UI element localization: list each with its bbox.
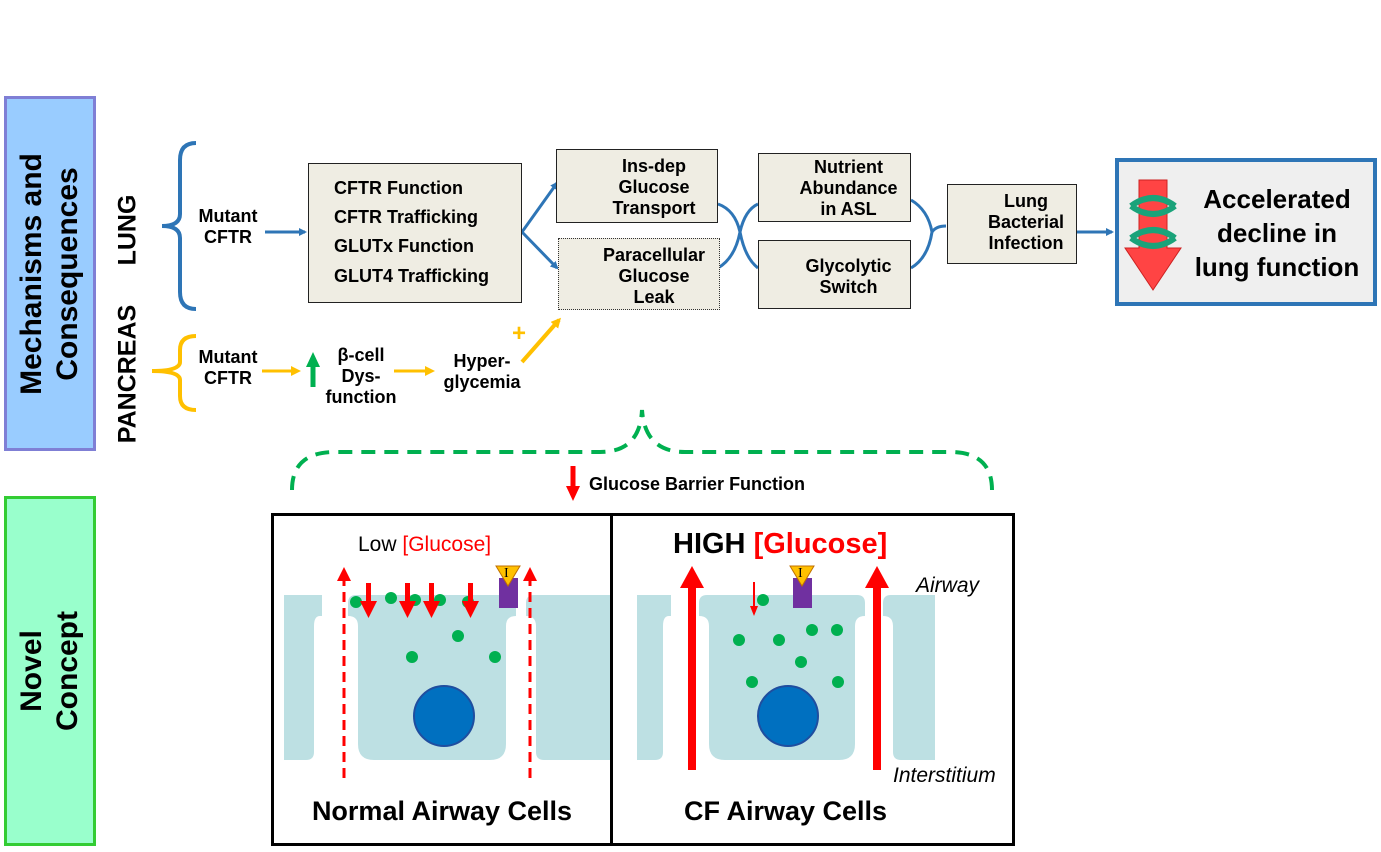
paracellular-text: Paracellular Glucose Leak <box>602 245 706 307</box>
glucose-brace <box>290 409 994 491</box>
interstitium-label: Interstitium <box>893 764 996 787</box>
pancreas-bracket <box>151 334 197 412</box>
cf-paracellular-left <box>688 586 696 770</box>
glucose-dot <box>733 634 745 646</box>
glucose-dot <box>385 592 397 604</box>
hyperglycemia-text: Hyper- glycemia <box>443 351 521 392</box>
beta-cell-text: β-cell Dys- function <box>325 345 397 407</box>
pancreas-mutant-cftr: Mutant CFTR <box>198 347 258 388</box>
decline-arrow-icon <box>1124 179 1182 291</box>
glucose-dot <box>757 594 769 606</box>
up-arrow-beta-icon <box>306 352 320 387</box>
cf-insulin-receptor <box>793 578 812 608</box>
cf-left-cell <box>637 595 671 760</box>
normal-caption: Normal Airway Cells <box>311 796 573 826</box>
normal-low-text: Low <box>358 533 397 556</box>
glucose-dot <box>773 634 785 646</box>
outcome-box: Accelerated decline in lung function <box>1115 158 1377 306</box>
normal-uptake-arrows <box>360 583 479 618</box>
normal-left-cell <box>284 595 322 760</box>
bacterial-text: Lung Bacterial Infection <box>987 191 1065 253</box>
arrow-merge-2 <box>910 198 947 270</box>
arrow-cftr-to-insdep <box>520 181 559 233</box>
cftr-item-4: GLUT4 Trafficking <box>334 266 490 286</box>
cf-nucleus <box>757 685 819 747</box>
cf-glucose-label: HIGH [Glucose] <box>673 528 887 561</box>
cf-receptor-label: I <box>798 566 803 581</box>
cf-panel: HIGH [Glucose] I Airway Interstitium CF … <box>610 513 1015 846</box>
cf-caption: CF Airway Cells <box>683 796 888 826</box>
paracellular-box: Paracellular Glucose Leak <box>558 238 720 310</box>
normal-receptor-label: I <box>504 566 509 581</box>
normal-glucose-text: [Glucose] <box>402 533 492 556</box>
glucose-dot <box>832 676 844 688</box>
cf-glucose-text: [Glucose] <box>753 528 888 560</box>
mechanisms-section: Mechanisms and Consequences <box>4 96 96 451</box>
cf-cells-drawing <box>637 565 935 770</box>
glucose-dot <box>406 651 418 663</box>
glucose-dot <box>806 624 818 636</box>
concept-section: Novel Concept <box>4 496 96 846</box>
normal-cells-drawing <box>284 565 610 778</box>
cftr-box: CFTR Function CFTR Trafficking GLUTx Fun… <box>308 163 522 303</box>
glucose-dot <box>350 596 362 608</box>
glycolytic-box: Glycolytic Switch <box>758 240 911 309</box>
cftr-item-2: CFTR Trafficking <box>334 207 479 227</box>
normal-panel: Low [Glucose] I Normal Airway Cells <box>271 513 613 846</box>
down-arrow-barrier-icon <box>566 466 580 501</box>
normal-insulin-receptor <box>499 578 518 608</box>
arrow-cftr-to-paracellular <box>520 230 559 270</box>
glucose-dot <box>746 676 758 688</box>
glucose-dot <box>795 656 807 668</box>
insdep-text: Ins-dep Glucose Transport <box>612 156 696 218</box>
glycolytic-text: Glycolytic Switch <box>805 256 892 297</box>
normal-glucose-label: Low [Glucose] <box>358 533 491 557</box>
nutrient-box: Nutrient Abundance in ASL <box>758 153 911 222</box>
nutrient-text: Nutrient Abundance in ASL <box>799 157 898 219</box>
lung-mutant-cftr: Mutant CFTR <box>198 206 258 247</box>
glucose-dot <box>831 624 843 636</box>
arrow-hyper-to-paracellular <box>520 317 561 364</box>
insdep-box: Ins-dep Glucose Transport <box>556 149 718 223</box>
lung-bracket <box>161 141 197 311</box>
cf-high-text: HIGH <box>673 528 746 560</box>
glucose-dot <box>452 630 464 642</box>
cf-paracellular-right <box>873 586 881 770</box>
cftr-item-1: CFTR Function <box>334 178 463 198</box>
plus-sign: + <box>512 320 527 347</box>
glucose-dot <box>489 651 501 663</box>
normal-right-cell <box>526 595 610 760</box>
cf-right-cell <box>883 595 935 760</box>
barrier-label: Glucose Barrier Function <box>589 474 806 494</box>
airway-label: Airway <box>916 574 980 597</box>
outcome-text: Accelerated decline in lung function <box>1194 184 1360 282</box>
normal-nucleus <box>413 685 475 747</box>
arrow-merge-1 <box>717 202 759 270</box>
cftr-item-3: GLUTx Function <box>334 236 474 256</box>
bacterial-box: Lung Bacterial Infection <box>947 184 1077 264</box>
